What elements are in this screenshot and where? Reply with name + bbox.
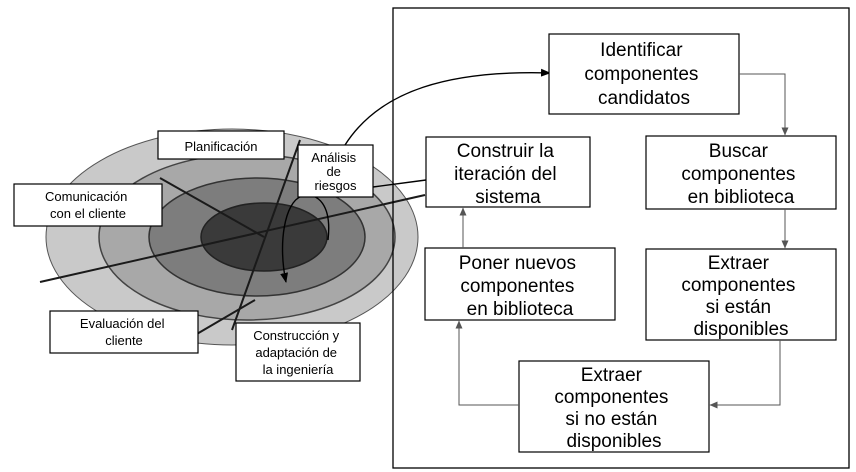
step-identificar: Identificar componentes candidatos <box>548 33 740 115</box>
arrow-extraer-to-extraer-no <box>709 340 781 409</box>
label-construccion-text: Construcción y adaptación de la ingenier… <box>253 328 343 377</box>
label-evaluacion: Evaluación del cliente <box>49 310 199 354</box>
step-extraer-disponibles-text: Extraer componentes si están disponibles <box>681 253 800 340</box>
step-construir-text: Construir la iteración del sistema <box>454 141 562 208</box>
step-extraer-no-disponibles: Extraer componentes si no están disponib… <box>518 360 710 453</box>
label-construccion: Construcción y adaptación de la ingenier… <box>235 322 361 382</box>
step-construir: Construir la iteración del sistema <box>425 136 591 208</box>
spiral-axis-lower-left <box>189 299 256 339</box>
label-comunicacion: Comunicación con el cliente <box>13 183 163 227</box>
step-identificar-text: Identificar componentes candidatos <box>584 40 703 109</box>
arrow-identificar-to-buscar <box>739 73 789 136</box>
connector-construir-to-spiral <box>372 179 427 188</box>
label-comunicacion-text: Comunicación con el cliente <box>45 189 131 221</box>
step-extraer-disponibles: Extraer componentes si están disponibles <box>645 248 837 341</box>
label-planificacion-text: Planificación <box>185 139 258 154</box>
process-frame <box>392 7 850 469</box>
spiral-axis-vertical <box>231 139 301 331</box>
step-extraer-no-disponibles-text: Extraer componentes si no están disponib… <box>554 365 673 452</box>
connector-spiral-to-identificar <box>344 68 551 146</box>
spiral-axis-upper-left <box>159 177 265 238</box>
label-evaluacion-text: Evaluación del cliente <box>80 316 168 348</box>
step-poner: Poner nuevos componentes en biblioteca <box>424 247 616 321</box>
arrow-extraer-no-to-poner <box>455 320 519 406</box>
label-analisis-riesgos-text: Análisis de riesgos <box>311 150 359 193</box>
step-poner-text: Poner nuevos componentes en biblioteca <box>459 253 582 320</box>
step-buscar: Buscar componentes en biblioteca <box>645 135 837 210</box>
spiral-axis-horizontal <box>39 194 426 283</box>
label-planificacion: Planificación <box>157 130 285 160</box>
step-buscar-text: Buscar componentes en biblioteca <box>681 141 800 208</box>
label-analisis-riesgos: Análisis de riesgos <box>297 144 374 198</box>
